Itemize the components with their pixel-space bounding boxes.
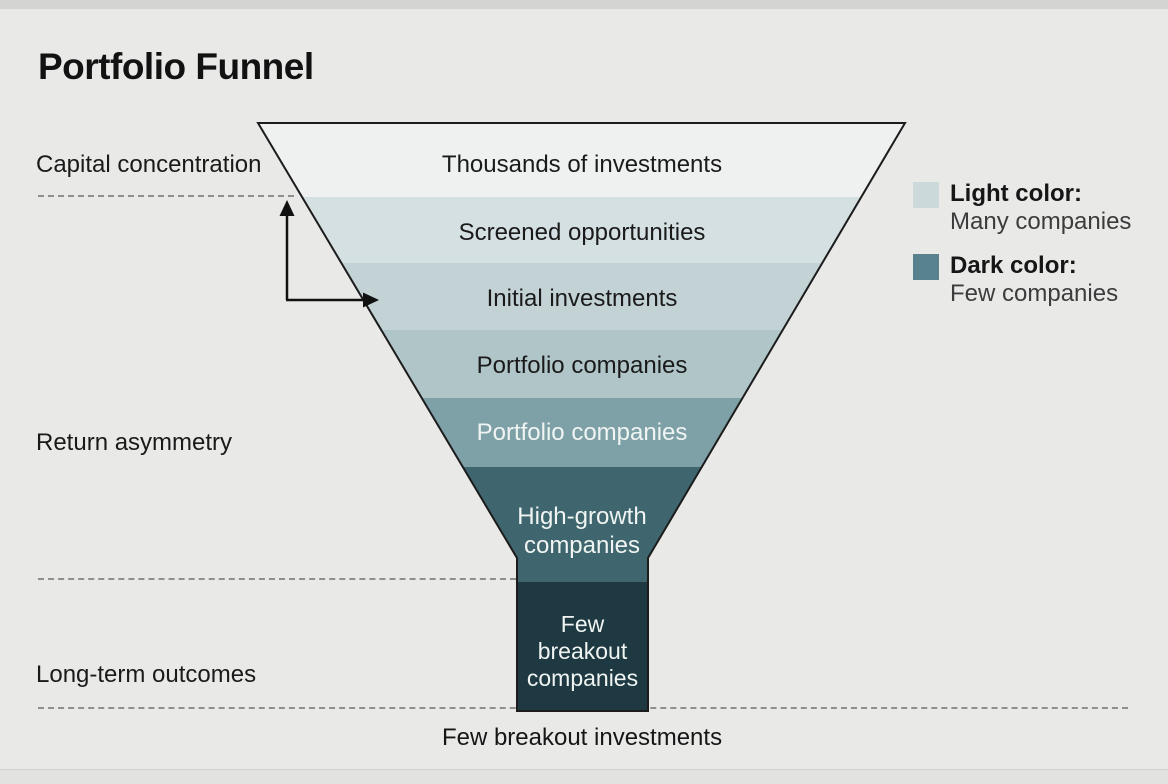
legend: Light color: Many companies Dark color: …	[913, 180, 1153, 324]
funnel-label-screened-opportunities: Screened opportunities	[458, 219, 706, 246]
funnel-outline	[256, 122, 907, 712]
page-title: Portfolio Funnel	[38, 46, 314, 87]
funnel-label-initial-investments: Initial investments	[486, 285, 678, 312]
legend-item-dark: Dark color: Few companies	[913, 252, 1153, 308]
funnel-label-high-growth-companies: High-growth companies	[517, 503, 647, 559]
dashed-separator-top	[38, 195, 294, 197]
funnel-layer-1	[258, 123, 905, 197]
funnel-label-portfolio-companies: Portfolio companies	[476, 352, 688, 379]
legend-dark-title: Dark color:	[950, 252, 1077, 279]
legend-light-title: Light color:	[950, 180, 1082, 207]
top-edge-strip	[0, 0, 1168, 9]
funnel-label-thousands-of-investments: Thousands of investments	[441, 151, 723, 178]
dashed-separator-middle	[38, 578, 516, 580]
side-label-capital-concentration: Capital concentration	[36, 151, 262, 178]
footer-caption: Few breakout investments	[441, 724, 723, 751]
bottom-edge-strip	[0, 769, 1168, 784]
dark-color-swatch-icon	[913, 254, 939, 280]
light-color-swatch-icon	[913, 182, 939, 208]
funnel-layer-2	[258, 197, 905, 263]
funnel-label-portfolio-companies-dark: Portfolio companies	[476, 419, 688, 446]
legend-light-subtitle: Many companies	[950, 208, 1132, 235]
side-label-return-asymmetry: Return asymmetry	[36, 429, 233, 456]
legend-item-light: Light color: Many companies	[913, 180, 1153, 236]
side-label-long-term-outcomes: Long-term outcomes	[36, 661, 257, 688]
legend-dark-subtitle: Few companies	[950, 280, 1119, 307]
funnel-label-few-breakout-companies: Few breakout companies	[526, 611, 639, 691]
flow-arrow	[279, 200, 379, 308]
